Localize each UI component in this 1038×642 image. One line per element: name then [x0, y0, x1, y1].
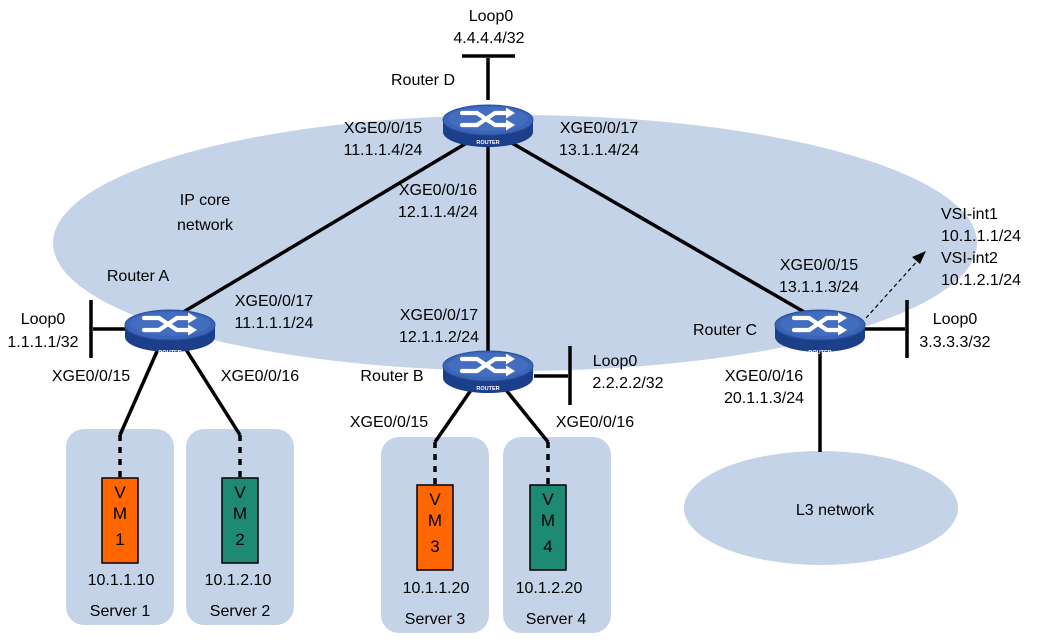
router-b-loop-ip: 2.2.2.2/32 [592, 375, 663, 392]
vm1-box[interactable] [101, 477, 139, 564]
router-a-if-down-left: XGE0/0/15 [52, 368, 130, 385]
vm1-number: 1 [115, 530, 124, 549]
vm3-ip: 10.1.1.20 [403, 580, 470, 597]
core-label-line1: IP core [180, 192, 231, 209]
svg-text:ROUTER: ROUTER [808, 350, 831, 356]
router-c-vsi1-name: VSI-int1 [941, 206, 998, 223]
l3-network-label: L3 network [796, 502, 875, 519]
router-d-if-mid: XGE0/0/16 [399, 182, 477, 199]
vm4-box[interactable] [529, 484, 567, 571]
vm1-letter: V [114, 483, 126, 502]
router-c-ip-down: 20.1.1.3/24 [724, 390, 804, 407]
router-a-if-up: XGE0/0/17 [235, 293, 313, 310]
server-1-label: Server 1 [90, 603, 151, 620]
link-a-s2 [178, 339, 242, 436]
router-a-name: Router A [107, 268, 170, 285]
router-d-loop-name: Loop0 [469, 8, 514, 25]
router-b-if-down-right: XGE0/0/16 [556, 414, 634, 431]
router-d-name: Router D [391, 72, 455, 89]
router-a-ip-up: 11.1.1.1/24 [235, 315, 314, 332]
router-d-icon[interactable]: ROUTER [443, 105, 533, 147]
router-d-loop-ip: 4.4.4.4/32 [453, 30, 524, 47]
server-4-label: Server 4 [526, 611, 587, 628]
link-d-c [497, 133, 819, 322]
router-c-loop-ip: 3.3.3.3/32 [919, 334, 990, 351]
svg-text:ROUTER: ROUTER [476, 386, 499, 392]
vm2-number: 2 [235, 530, 244, 549]
vm1-letter2: M [113, 504, 127, 523]
vm2-letter2: M [233, 504, 247, 523]
ip-core-cloud [53, 115, 977, 371]
vm3-letter2: M [428, 511, 442, 530]
router-b-if-down-left: XGE0/0/15 [350, 414, 428, 431]
vm3-number: 3 [430, 537, 439, 556]
vm2-letter: V [234, 483, 246, 502]
vm4-ip: 10.1.2.20 [516, 580, 583, 597]
vsi-arrowhead-icon [912, 251, 926, 264]
router-b-name: Router B [360, 368, 423, 385]
router-c-name: Router C [693, 322, 757, 339]
router-c-vsi1-ip: 10.1.1.1/24 [941, 228, 1021, 245]
router-a-loop-name: Loop0 [21, 311, 66, 328]
vm4-number: 4 [543, 537, 552, 556]
router-d-if-left: XGE0/0/15 [344, 120, 422, 137]
link-d-a [169, 133, 481, 322]
vm3-letter: V [429, 490, 441, 509]
router-d-if-right: XGE0/0/17 [560, 120, 638, 137]
router-c-icon[interactable]: ROUTER [775, 310, 865, 356]
vm3-box[interactable] [416, 484, 454, 571]
router-c-if-down: XGE0/0/16 [725, 368, 803, 385]
link-a-s1 [118, 339, 164, 436]
vm4-letter: V [542, 490, 554, 509]
core-label-line2: network [177, 217, 234, 234]
router-d-ip-right: 13.1.1.4/24 [559, 142, 639, 159]
l3-network-cloud [684, 451, 958, 565]
router-a-if-down-right: XGE0/0/16 [221, 368, 299, 385]
vm1-ip: 10.1.1.10 [88, 572, 155, 589]
vm4-letter2: M [541, 511, 555, 530]
router-c-ip-up: 13.1.1.3/24 [779, 279, 859, 296]
router-b-if-up: XGE0/0/17 [400, 307, 478, 324]
vm2-ip: 10.1.2.10 [205, 572, 272, 589]
router-b-loop-name: Loop0 [593, 353, 638, 370]
server-3-label: Server 3 [405, 611, 466, 628]
router-c-vsi2-ip: 10.1.2.1/24 [941, 272, 1021, 289]
router-a-loop-ip: 1.1.1.1/32 [7, 334, 78, 351]
router-c-loop-name: Loop0 [933, 311, 978, 328]
router-d-ip-mid: 12.1.1.4/24 [398, 204, 478, 221]
router-b-icon[interactable]: ROUTER [443, 351, 533, 393]
router-c-if-up: XGE0/0/15 [780, 257, 858, 274]
router-d-ip-left: 11.1.1.4/24 [344, 142, 423, 159]
router-a-icon[interactable]: ROUTER [125, 310, 215, 356]
server-2-label: Server 2 [210, 603, 271, 620]
router-b-ip-up: 12.1.1.2/24 [399, 329, 479, 346]
router-c-vsi2-name: VSI-int2 [941, 250, 998, 267]
svg-text:ROUTER: ROUTER [158, 350, 181, 356]
svg-text:ROUTER: ROUTER [476, 140, 499, 146]
vm2-box[interactable] [221, 477, 259, 564]
